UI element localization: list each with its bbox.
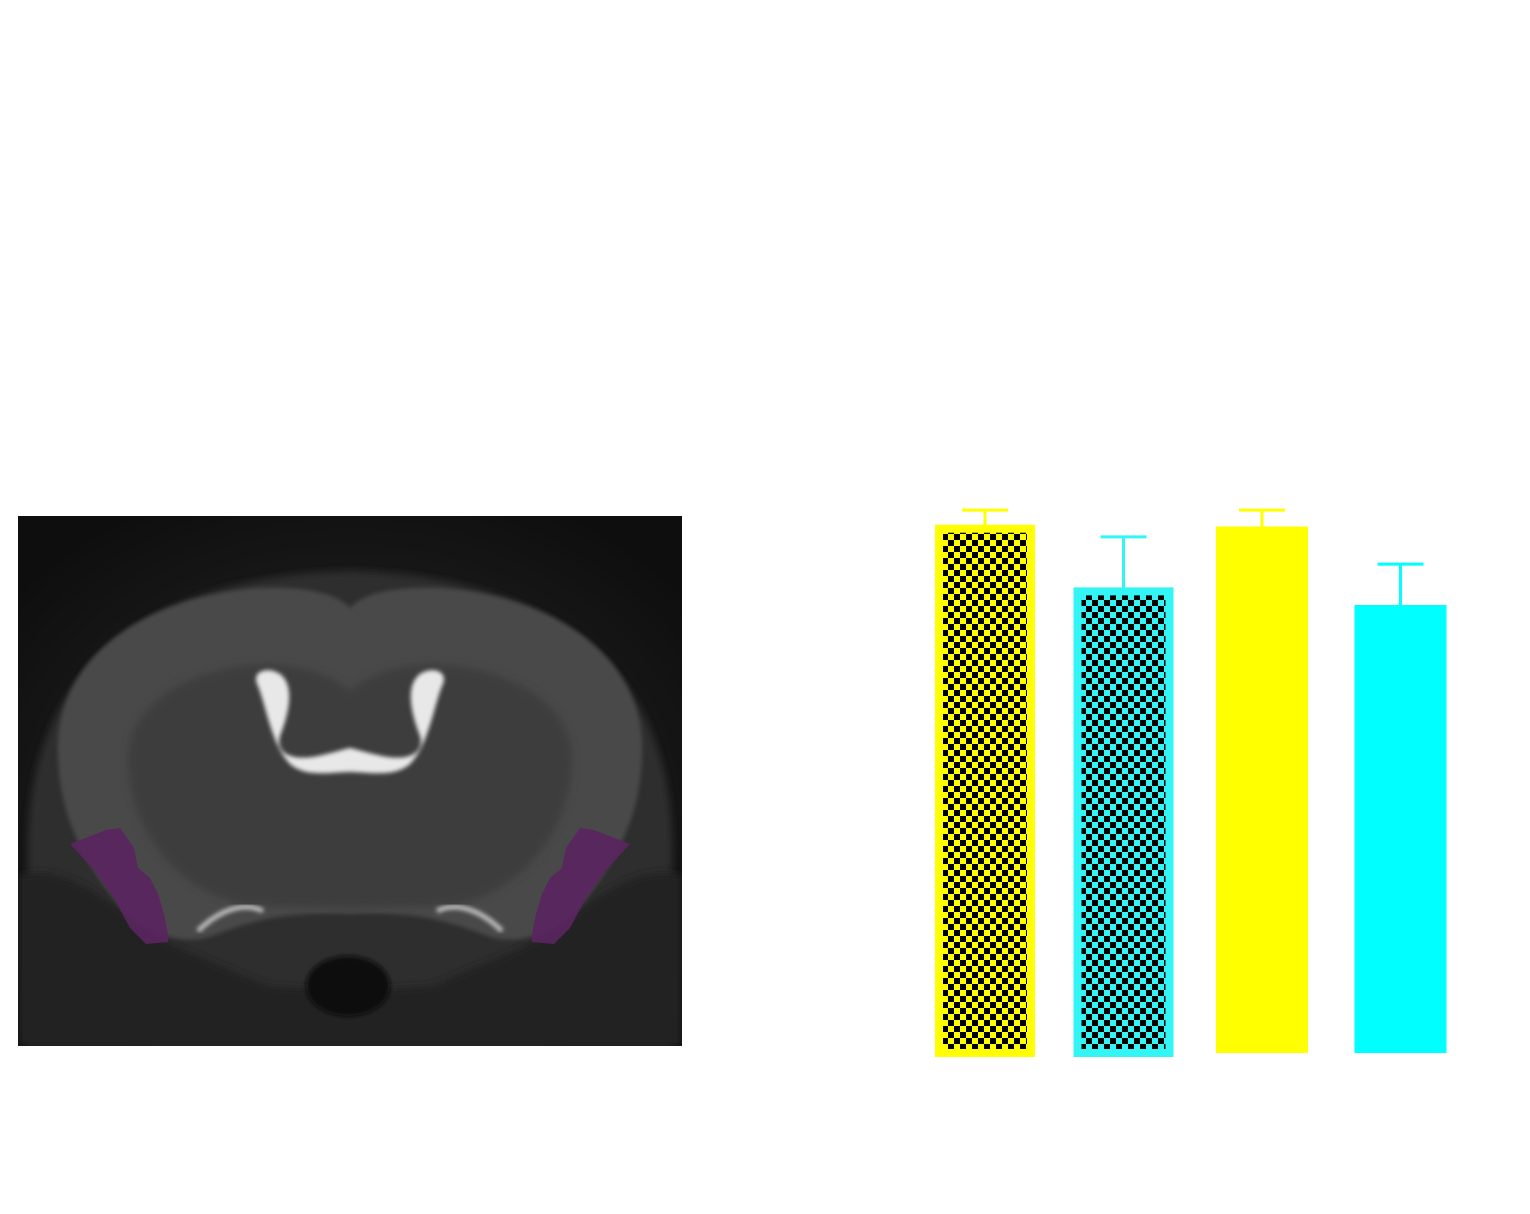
bar-4	[1354, 605, 1447, 1053]
bar-chart	[900, 480, 1500, 1080]
inner-brain	[127, 664, 573, 908]
ventral-arc-left	[196, 904, 265, 933]
ventral-cavity	[306, 956, 390, 1016]
bar-1	[935, 524, 1035, 1057]
brain-image	[18, 516, 682, 1046]
bar-chart-svg	[935, 508, 1447, 1057]
highlight-region-left	[70, 828, 168, 944]
ventral-arc-right	[435, 904, 504, 933]
bar-3	[1216, 526, 1308, 1053]
bars-group	[935, 508, 1447, 1057]
highlight-region-right	[532, 828, 630, 944]
ventricles	[256, 670, 444, 774]
brain-mri-slice	[18, 516, 682, 1046]
bar-2	[1073, 587, 1174, 1057]
lower-tissue	[18, 872, 682, 1046]
